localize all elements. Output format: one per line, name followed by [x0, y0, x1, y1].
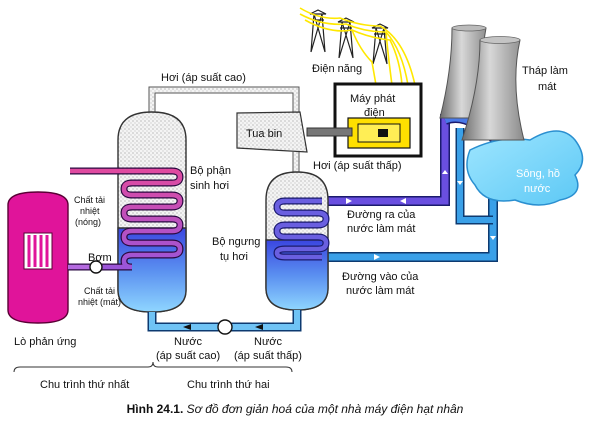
svg-text:Chất tải: Chất tải — [74, 195, 105, 205]
steam-pipe-high — [148, 86, 300, 118]
svg-text:mát: mát — [538, 81, 556, 93]
svg-text:Nước: Nước — [254, 336, 283, 348]
svg-text:Sông, hồ: Sông, hồ — [516, 168, 560, 180]
svg-text:Máy phát: Máy phát — [350, 93, 395, 105]
svg-text:Bơm: Bơm — [88, 252, 112, 264]
svg-text:Đường vào của: Đường vào của — [342, 271, 419, 283]
svg-text:Điện năng: Điện năng — [312, 63, 362, 75]
svg-text:(áp suất thấp): (áp suất thấp) — [234, 350, 302, 362]
power-lines — [299, 7, 416, 86]
svg-text:Đường ra của: Đường ra của — [347, 209, 416, 221]
caption-separator: . — [179, 402, 187, 416]
svg-text:Hơi (áp suất cao): Hơi (áp suất cao) — [161, 72, 246, 84]
flow-arrow-icon — [346, 170, 496, 260]
svg-text:tụ hơi: tụ hơi — [220, 251, 248, 263]
svg-text:(áp suất cao): (áp suất cao) — [156, 350, 220, 362]
figure-caption: Hình 24.1. Sơ đồ đơn giản hoá của một nh… — [0, 402, 590, 416]
pump-icon — [217, 319, 233, 335]
svg-text:Tháp làm: Tháp làm — [522, 65, 568, 77]
svg-text:nước: nước — [524, 183, 551, 195]
svg-text:Chất tải: Chất tải — [84, 286, 115, 296]
condenser — [265, 171, 330, 311]
turbine — [236, 111, 353, 153]
svg-text:nhiệt: nhiệt — [80, 206, 100, 216]
svg-text:sinh hơi: sinh hơi — [190, 180, 229, 192]
generator-housing — [333, 82, 423, 158]
caption-text: Sơ đồ đơn giản hoá của một nhà máy điện … — [186, 402, 464, 416]
svg-text:Chu trình thứ hai: Chu trình thứ hai — [187, 379, 270, 391]
svg-text:Hơi (áp suất thấp): Hơi (áp suất thấp) — [313, 160, 402, 172]
figure-number: Hình 24.1 — [126, 402, 180, 416]
svg-text:Chu trình thứ nhất: Chu trình thứ nhất — [40, 379, 129, 391]
svg-text:(nóng): (nóng) — [75, 217, 101, 227]
steam-generator — [70, 111, 187, 313]
svg-text:Lò phản ứng: Lò phản ứng — [14, 336, 76, 348]
cooling-tower — [439, 24, 525, 141]
svg-text:Bộ ngưng: Bộ ngưng — [212, 236, 260, 248]
svg-text:nước làm mát: nước làm mát — [346, 285, 414, 297]
flow-arrow-icon — [183, 324, 263, 330]
svg-text:nước làm mát: nước làm mát — [347, 223, 415, 235]
pump-icon — [89, 260, 103, 274]
svg-text:Tua bin: Tua bin — [246, 128, 282, 140]
reactor — [7, 191, 69, 324]
svg-text:điện: điện — [364, 107, 385, 119]
transmission-tower-icon — [309, 9, 389, 65]
svg-text:nhiệt (mát): nhiệt (mát) — [78, 297, 121, 307]
svg-text:Nước: Nước — [174, 336, 203, 348]
diagram-labels: Hơi (áp suất cao) Điện năng Tháp làm mát… — [14, 63, 568, 391]
river — [466, 130, 584, 206]
cycle-brackets — [13, 361, 293, 373]
svg-text:Bộ phận: Bộ phận — [190, 165, 231, 177]
